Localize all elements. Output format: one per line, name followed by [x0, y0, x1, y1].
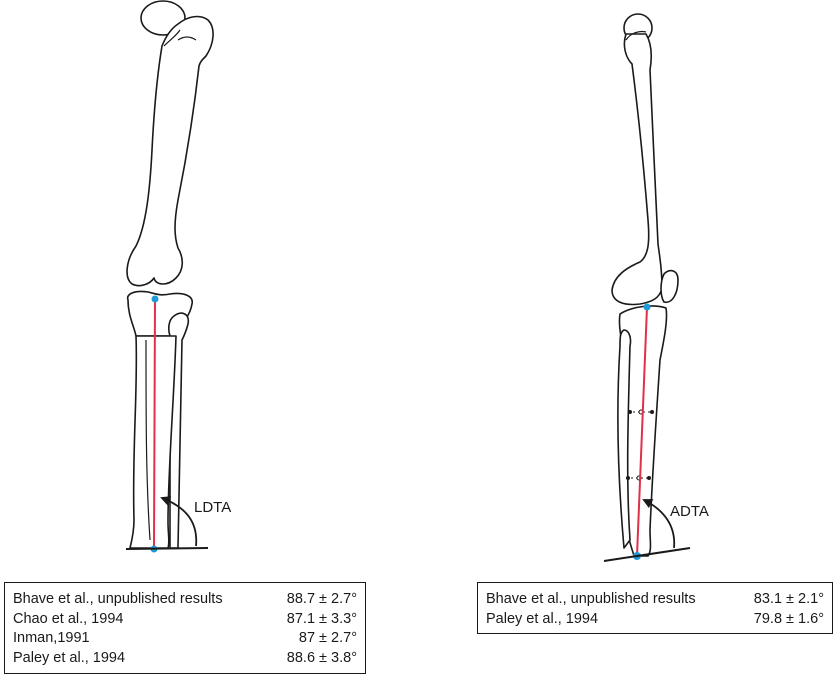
adta-angle-arc — [642, 499, 676, 549]
adta-angle-label: ADTA — [670, 503, 709, 520]
knee-center-point-sagittal — [643, 303, 651, 311]
adta-reference-table: Bhave et al., unpublished results 83.1 ±… — [477, 582, 833, 634]
reference-source: Chao et al., 1994 — [13, 610, 124, 627]
reference-value: 87.1 ± 3.3° — [286, 610, 357, 627]
patella — [660, 269, 679, 304]
table-row: Bhave et al., unpublished results 88.7 ±… — [13, 590, 357, 610]
table-row: Chao et al., 1994 87.1 ± 3.3° — [13, 610, 357, 630]
ldta-angle-label: LDTA — [194, 499, 231, 516]
table-row: Inman,1991 87 ± 2.7° — [13, 629, 357, 649]
reference-source: Paley et al., 1994 — [13, 649, 126, 666]
tibial-mechanical-axis-frontal — [153, 298, 156, 550]
sagittal-leg-drawing — [611, 13, 679, 557]
ldta-reference-table: Bhave et al., unpublished results 88.7 ±… — [4, 582, 366, 674]
knee-center-point-frontal — [151, 295, 159, 303]
reference-source: Bhave et al., unpublished results — [486, 591, 696, 607]
reference-source: Inman,1991 — [13, 630, 90, 646]
reference-source: Bhave et al., unpublished results — [13, 591, 223, 607]
reference-source: Paley et al., 1994 — [486, 610, 599, 627]
ldta-angle-arc — [160, 496, 198, 547]
reference-value: 87 ± 2.7° — [298, 630, 357, 646]
fibula-sagittal — [617, 329, 632, 549]
frontal-leg-drawing — [126, 0, 214, 549]
femur-sagittal — [611, 33, 663, 306]
reference-value: 88.6 ± 3.8° — [286, 649, 357, 666]
table-row: Paley et al., 1994 79.8 ± 1.6° — [486, 610, 824, 630]
table-row: Bhave et al., unpublished results 83.1 ±… — [486, 590, 824, 610]
reference-value: 79.8 ± 1.6° — [753, 610, 824, 627]
table-row: Paley et al., 1994 88.6 ± 3.8° — [13, 649, 357, 669]
tibia-frontal — [129, 335, 177, 549]
ankle-joint-line-frontal — [125, 547, 209, 550]
ankle-joint-line-sagittal — [603, 547, 691, 562]
reference-value: 88.7 ± 2.7° — [286, 591, 357, 607]
femur-frontal — [126, 15, 214, 287]
reference-value: 83.1 ± 2.1° — [753, 591, 824, 607]
tibial-mechanical-axis-sagittal — [636, 306, 648, 557]
